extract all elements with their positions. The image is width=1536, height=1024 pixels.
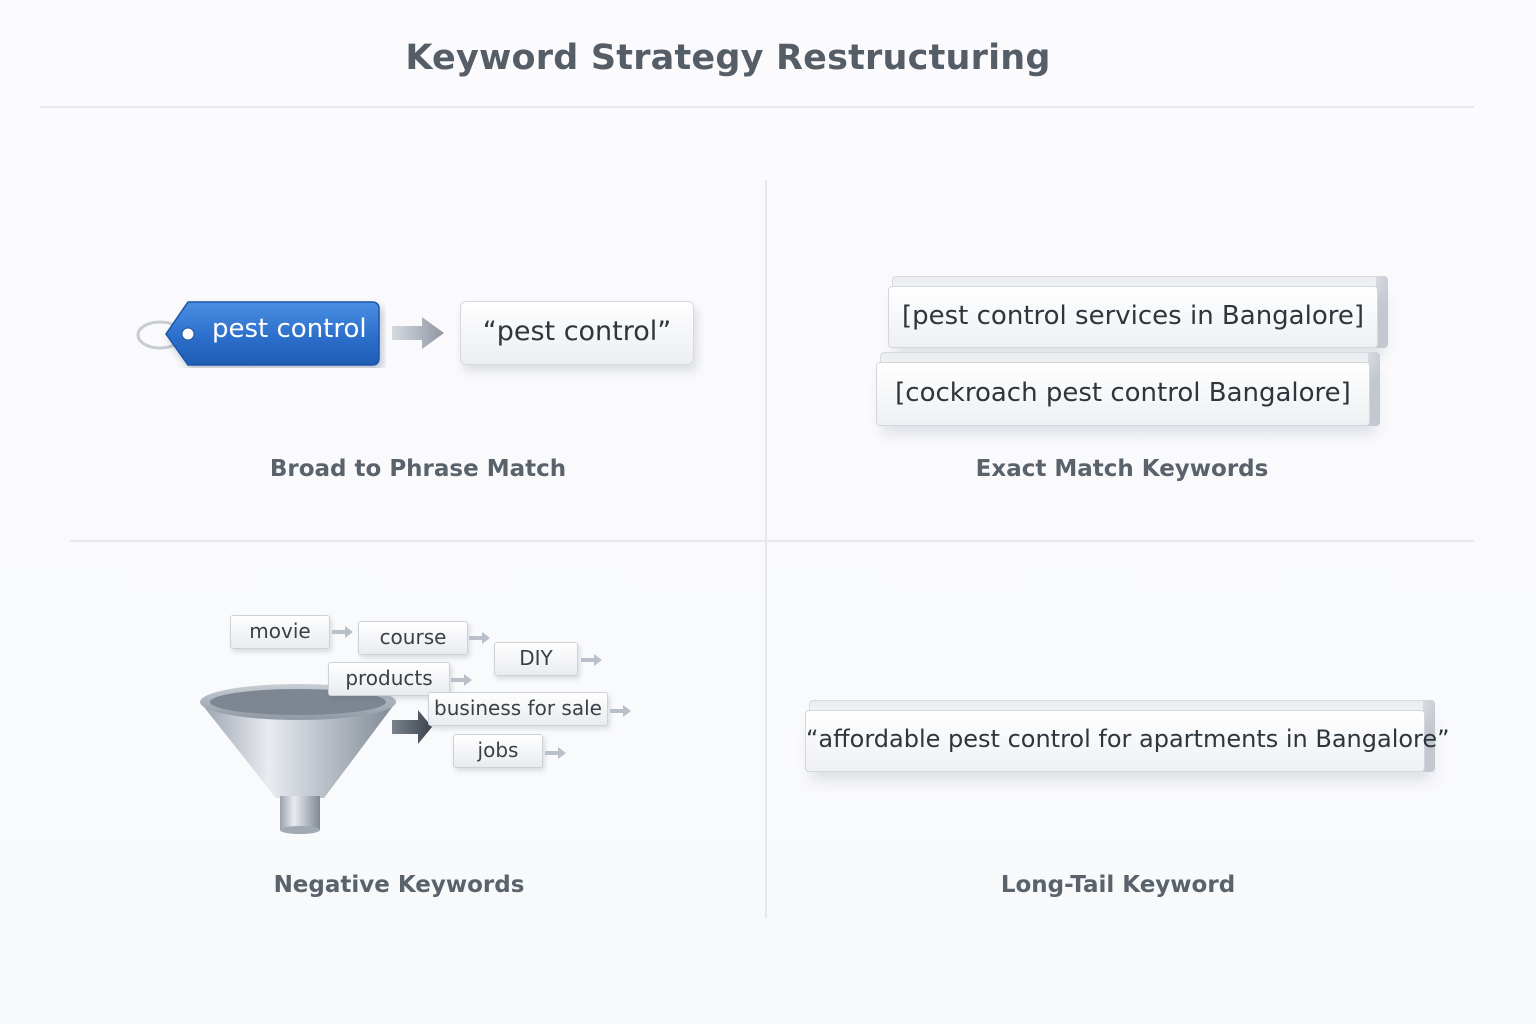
bar-front-face: [pest control services in Bangalore]: [888, 286, 1378, 348]
horizontal-divider: [70, 540, 1474, 542]
bar-side-face: [1376, 276, 1388, 348]
phrase-keyword: “pest control”: [482, 316, 672, 347]
exact-keyword-2: [cockroach pest control Bangalore]: [895, 378, 1351, 408]
long-tail-keyword-bar: “affordable pest control for apartments …: [805, 700, 1450, 774]
arrow-right-icon: [469, 632, 490, 644]
arrow-right-icon: [545, 747, 566, 759]
title-divider: [40, 106, 1474, 108]
phrase-keyword-box: “pest control”: [460, 301, 694, 365]
bar-side-face: [1423, 700, 1435, 772]
caption-exact-match: Exact Match Keywords: [975, 456, 1269, 482]
exact-keyword-bar: [pest control services in Bangalore]: [888, 276, 1388, 350]
long-tail-keyword: “affordable pest control for apartments …: [806, 725, 1450, 753]
negative-keyword-chip: movie: [230, 615, 330, 649]
negative-keyword-chip: products: [328, 662, 450, 696]
exact-keyword-bar: [cockroach pest control Bangalore]: [876, 352, 1382, 428]
broad-keyword: pest control: [212, 314, 367, 344]
arrow-right-icon: [610, 705, 631, 717]
caption-broad-to-phrase: Broad to Phrase Match: [269, 456, 567, 482]
negative-keyword-chip: jobs: [453, 734, 543, 768]
arrow-right-icon: [332, 626, 353, 638]
negative-keyword-chip: DIY: [494, 642, 578, 676]
exact-keyword-1: [pest control services in Bangalore]: [901, 301, 1365, 331]
negative-keyword-chip: business for sale: [428, 692, 608, 726]
caption-long-tail: Long-Tail Keyword: [1000, 872, 1236, 898]
negative-keyword-chip: course: [358, 621, 468, 655]
bar-front-face: [cockroach pest control Bangalore]: [876, 362, 1370, 426]
arrow-right-icon: [451, 674, 472, 686]
arrow-right-icon: [392, 317, 444, 349]
bar-front-face: “affordable pest control for apartments …: [805, 710, 1450, 772]
funnel-icon: [200, 684, 432, 834]
vertical-divider: [765, 180, 767, 918]
arrow-right-icon: [581, 654, 602, 666]
bar-side-face: [1368, 352, 1380, 426]
tag-icon: [136, 301, 380, 366]
caption-negative-keywords: Negative Keywords: [273, 872, 525, 898]
page-title: Keyword Strategy Restructuring: [405, 38, 1051, 78]
